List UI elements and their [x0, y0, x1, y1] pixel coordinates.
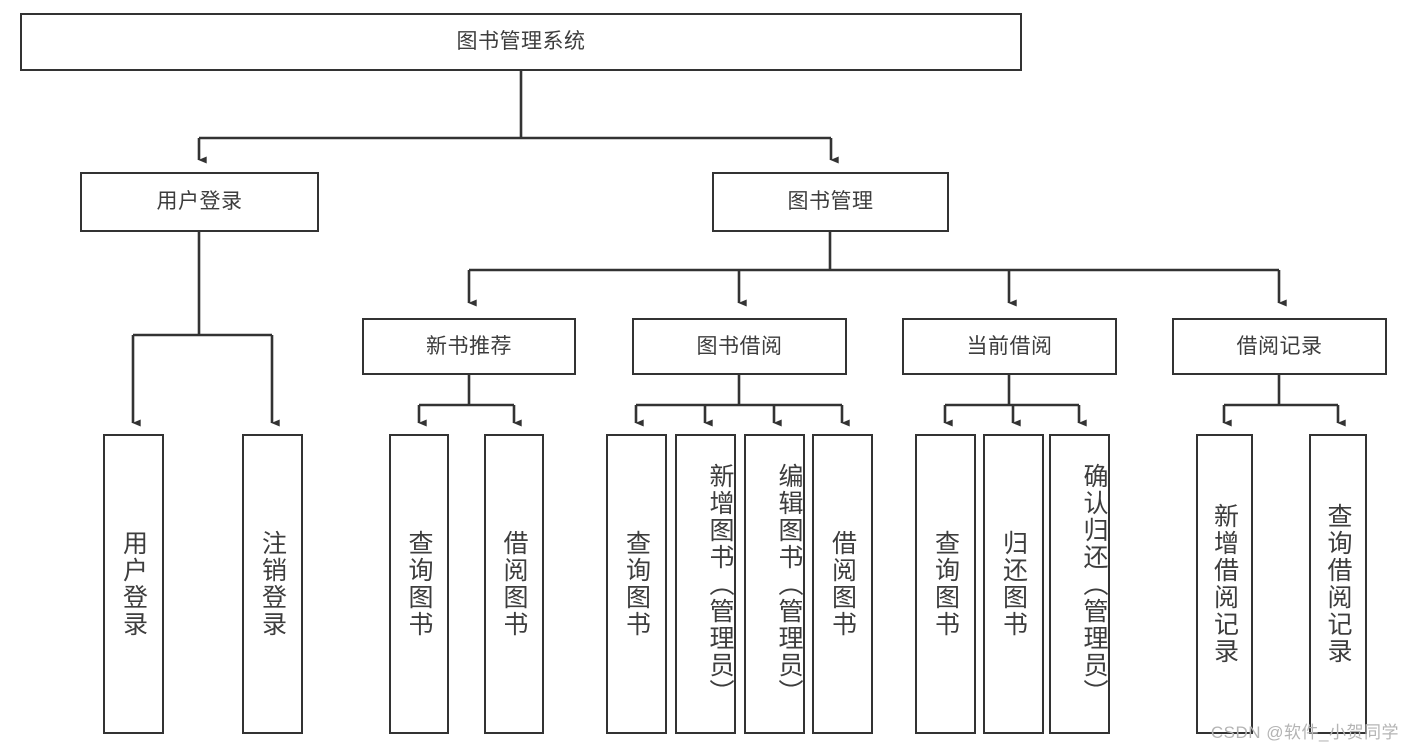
node-book-manage-label: 图书管理	[787, 190, 874, 214]
node-leaf-user-login-label: 用户登录	[119, 530, 148, 638]
node-leaf-query-book-2[interactable]: 查询图书	[606, 434, 667, 734]
node-leaf-return-book[interactable]: 归还图书	[983, 434, 1044, 734]
node-leaf-add-book-label: 新增图书（管理员）	[706, 462, 734, 706]
node-borrow-record[interactable]: 借阅记录	[1172, 318, 1387, 375]
node-leaf-confirm-return[interactable]: 确认归还（管理员）	[1049, 434, 1110, 734]
node-current-borrow[interactable]: 当前借阅	[902, 318, 1117, 375]
node-leaf-borrow-book-1[interactable]: 借阅图书	[484, 434, 544, 734]
node-leaf-add-record-label: 新增借阅记录	[1210, 503, 1239, 665]
node-leaf-borrow-book-2-label: 借阅图书	[828, 530, 857, 638]
node-leaf-query-book-3[interactable]: 查询图书	[915, 434, 976, 734]
node-leaf-query-book-1-label: 查询图书	[405, 530, 433, 638]
node-root[interactable]: 图书管理系统	[20, 13, 1022, 71]
node-new-book-rec-label: 新书推荐	[426, 334, 512, 358]
node-leaf-confirm-return-label: 确认归还（管理员）	[1080, 462, 1108, 706]
node-book-borrow[interactable]: 图书借阅	[632, 318, 847, 375]
node-leaf-borrow-book-2[interactable]: 借阅图书	[812, 434, 873, 734]
node-leaf-add-record[interactable]: 新增借阅记录	[1196, 434, 1253, 734]
node-leaf-query-record[interactable]: 查询借阅记录	[1309, 434, 1367, 734]
node-current-borrow-label: 当前借阅	[966, 334, 1053, 358]
node-leaf-query-book-3-label: 查询图书	[931, 530, 960, 638]
node-root-label: 图书管理系统	[456, 30, 586, 54]
node-book-manage[interactable]: 图书管理	[712, 172, 949, 232]
node-leaf-query-book-1[interactable]: 查询图书	[389, 434, 449, 734]
node-new-book-rec[interactable]: 新书推荐	[362, 318, 576, 375]
node-book-borrow-label: 图书借阅	[696, 334, 783, 358]
node-leaf-borrow-book-1-label: 借阅图书	[500, 530, 528, 638]
node-leaf-query-book-2-label: 查询图书	[622, 530, 651, 638]
node-leaf-edit-book[interactable]: 编辑图书（管理员）	[744, 434, 805, 734]
node-user-login[interactable]: 用户登录	[80, 172, 319, 232]
watermark: CSDN @软件_小贺同学	[1210, 723, 1399, 742]
node-user-login-label: 用户登录	[156, 190, 243, 214]
node-leaf-edit-book-label: 编辑图书（管理员）	[775, 462, 803, 706]
node-leaf-user-login[interactable]: 用户登录	[103, 434, 164, 734]
node-leaf-logout[interactable]: 注销登录	[242, 434, 303, 734]
node-borrow-record-label: 借阅记录	[1236, 334, 1323, 358]
node-leaf-add-book[interactable]: 新增图书（管理员）	[675, 434, 736, 734]
node-leaf-query-record-label: 查询借阅记录	[1324, 503, 1352, 665]
node-leaf-logout-label: 注销登录	[258, 530, 287, 638]
node-leaf-return-book-label: 归还图书	[999, 530, 1028, 638]
